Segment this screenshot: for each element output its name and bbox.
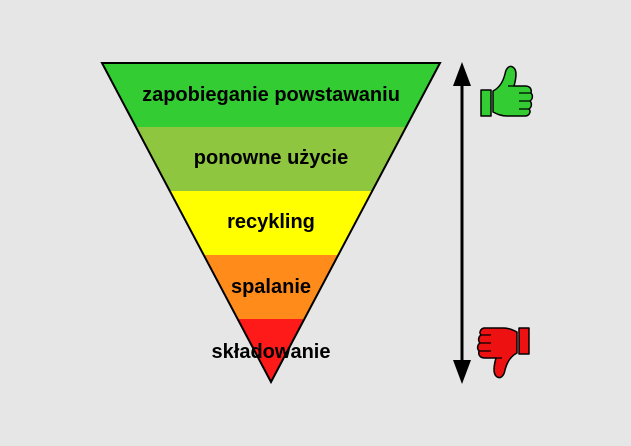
- tier-label-recycling: recykling: [227, 211, 315, 233]
- double-arrow-icon: [453, 62, 471, 384]
- tier-label-prevention: zapobieganie powstawaniu: [142, 84, 400, 106]
- tier-label-incineration: spalanie: [231, 276, 311, 298]
- tier-label-reuse: ponowne użycie: [194, 147, 348, 169]
- tier-label-landfill: składowanie: [212, 341, 331, 363]
- thumbs-up-icon: [480, 65, 534, 117]
- thumbs-down-icon: [476, 327, 530, 379]
- pyramid-outline: [100, 62, 442, 385]
- tier-band-prevention: [102, 63, 440, 127]
